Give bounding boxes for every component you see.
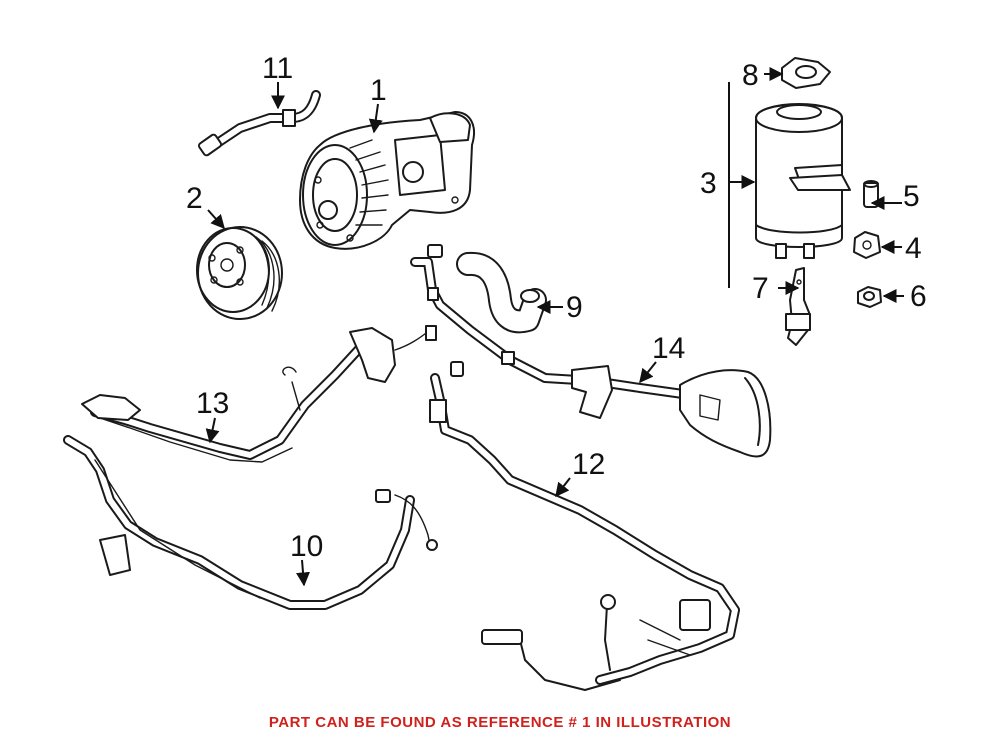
callout-1: 1 (370, 74, 387, 107)
callout-13: 13 (196, 387, 229, 420)
callout-8: 8 (742, 59, 759, 92)
callout-2: 2 (186, 182, 203, 215)
reservoir-part (755, 103, 851, 259)
callout-5: 5 (903, 180, 920, 213)
callout-9: 9 (566, 291, 583, 324)
feed-hose-part (429, 361, 740, 691)
callout-4: 4 (905, 232, 922, 265)
reservoir-cap-part (781, 57, 831, 89)
reference-note: PART CAN BE FOUND AS REFERENCE # 1 IN IL… (268, 714, 732, 731)
return-hose-part (456, 251, 547, 334)
callout-12: 12 (572, 448, 605, 481)
nut-part (857, 286, 882, 308)
lower-hose-assembly-part (63, 435, 438, 610)
callout-6: 6 (910, 280, 927, 313)
callout-11: 11 (262, 52, 293, 85)
callout-7: 7 (752, 272, 769, 305)
bracket-part (785, 267, 811, 346)
callout-labels: 1 2 3 4 5 6 7 8 9 10 11 12 13 14 (186, 52, 927, 563)
pressure-hose-part (410, 244, 772, 458)
callout-3: 3 (700, 167, 717, 200)
upper-hose-assembly-part (81, 325, 437, 463)
grommet-part (853, 231, 881, 259)
leader-lines (205, 67, 904, 587)
pulley-part (196, 226, 283, 320)
power-steering-pump-part (299, 111, 475, 250)
callout-14: 14 (652, 332, 685, 365)
supply-hose-part (197, 90, 321, 157)
callout-10: 10 (290, 530, 323, 563)
